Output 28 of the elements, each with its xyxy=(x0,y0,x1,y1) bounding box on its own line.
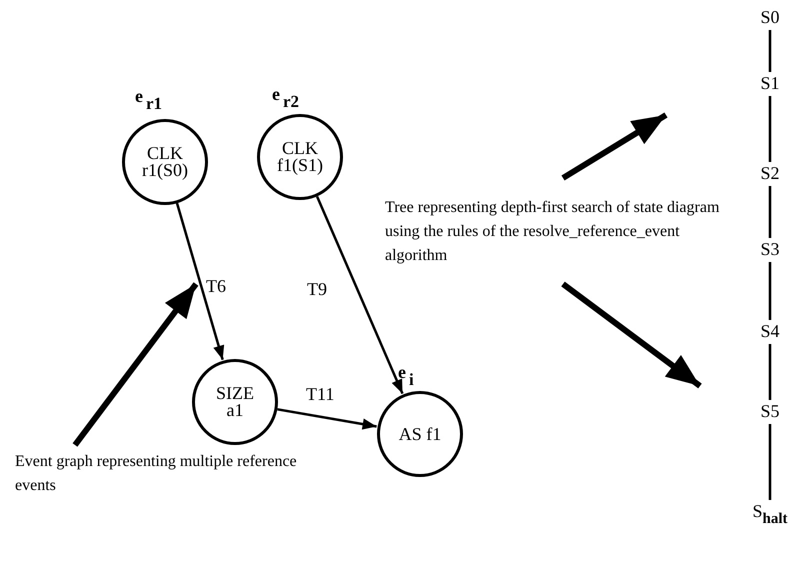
edge-label: T9 xyxy=(306,280,328,298)
tree-line xyxy=(768,424,772,500)
event-circle: AS f1 xyxy=(377,391,463,477)
state-label: S3 xyxy=(760,238,780,260)
tree-line xyxy=(768,96,772,162)
edge-label: T6 xyxy=(205,277,227,295)
state-label: S4 xyxy=(760,320,780,342)
state-label: S1 xyxy=(760,72,780,94)
state-label: S2 xyxy=(760,162,780,184)
event-circle: CLK r1(S0) xyxy=(122,119,208,205)
state-label: S5 xyxy=(760,400,780,422)
pointer-arrow xyxy=(72,282,198,447)
arrow xyxy=(316,196,404,394)
tree-line xyxy=(768,30,772,72)
pointer-arrow xyxy=(561,282,702,388)
edge-label: T11 xyxy=(305,385,336,403)
annotation-text: Tree representing depth-first search of state diagram using the rules of the resolve_reference_event algorithm xyxy=(385,196,725,268)
tree-line xyxy=(768,262,772,320)
state-label: S0 xyxy=(760,6,780,28)
event-circle: CLK f1(S1) xyxy=(257,114,343,200)
tree-line xyxy=(768,344,772,400)
event-circle: SIZE a1 xyxy=(192,359,278,445)
arrow xyxy=(176,202,224,360)
state-label: S$_{halt}$ xyxy=(752,500,788,530)
tree-line xyxy=(768,186,772,238)
annotation-text: Event graph representing multiple reference events xyxy=(15,450,335,498)
arrow xyxy=(277,408,377,430)
pointer-arrow xyxy=(561,112,668,181)
